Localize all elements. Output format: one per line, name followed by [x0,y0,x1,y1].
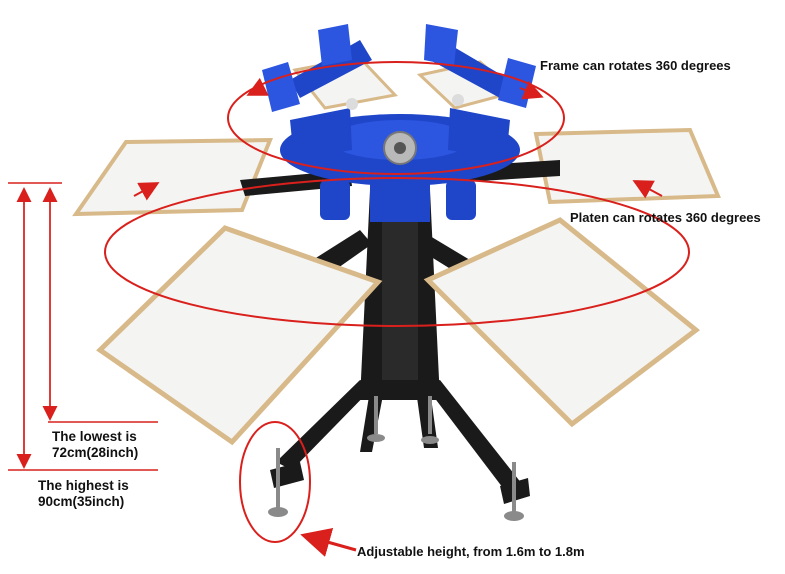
frame-rotation-ellipse [227,61,565,175]
right-platen [533,127,721,205]
adjustable-feet [268,396,524,521]
lowest-height-label: The lowest is 72cm(28inch) [52,429,172,460]
frame-rotation-label: Frame can rotates 360 degrees [540,58,731,73]
lowest-height-line1: The lowest is [52,429,137,444]
front-right-platen [423,217,701,428]
adjustable-height-label: Adjustable height, from 1.6m to 1.8m [357,544,585,559]
left-platen [72,137,273,217]
lowest-height-line2: 72cm(28inch) [52,444,139,460]
blue-rotary-head [262,24,536,222]
highest-height-label: The highest is 90cm(35inch) [38,478,158,509]
height-dimension-lines [8,182,158,471]
front-left-platen [96,225,383,446]
feet-highlight-ellipse [239,421,357,557]
highest-height-line2: 90cm(35inch) [38,493,125,509]
highest-height-line1: The highest is [38,478,129,493]
platen-rotation-ellipse [104,177,690,327]
platen-rotation-label: Platen can rotates 360 degrees [570,210,761,225]
